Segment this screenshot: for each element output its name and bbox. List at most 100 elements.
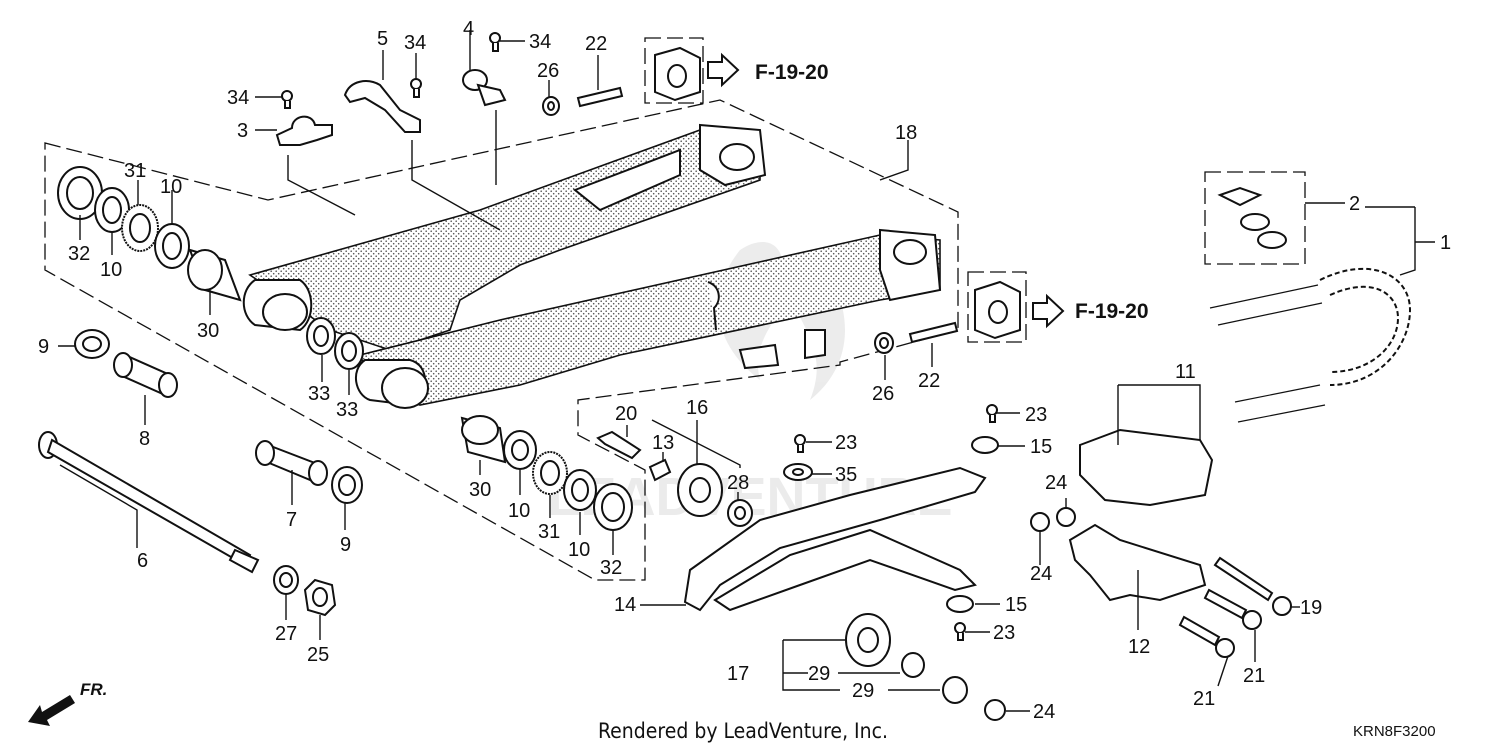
callout-32-right: 32 (600, 557, 622, 579)
callout-22-top: 22 (585, 33, 607, 55)
collar-13 (648, 458, 672, 482)
hollow-arrow-right-icon (1032, 293, 1065, 329)
nut-25 (303, 578, 337, 617)
part-callouts: 1 2 3 4 5 6 7 8 9 9 10 10 10 10 11 12 13… (38, 18, 1451, 723)
callout-32-left: 32 (68, 243, 90, 265)
chain-guide-holder-12 (1068, 523, 1207, 602)
callout-4: 4 (463, 18, 474, 40)
chain-guide-11 (1079, 428, 1214, 507)
washer-26-mid (874, 332, 894, 354)
callout-12: 12 (1128, 636, 1150, 658)
callout-9-left: 9 (38, 336, 49, 358)
collar-8 (113, 352, 178, 398)
front-direction-arrow-icon (28, 695, 75, 726)
joint-kit-2 (1204, 171, 1306, 265)
hollow-arrow-right-icon (707, 52, 740, 88)
callout-26-mid: 26 (872, 383, 894, 405)
collar-7 (255, 440, 328, 486)
bolt-21-a (1203, 588, 1262, 630)
callout-7: 7 (286, 509, 297, 531)
callout-29-top: 29 (808, 663, 830, 685)
swingarm-body (242, 123, 942, 409)
callout-34-left: 34 (227, 87, 249, 109)
clamp-3 (275, 115, 333, 146)
callout-1: 1 (1440, 232, 1451, 254)
needle-bearing-31-left (121, 204, 159, 252)
callout-26-top: 26 (537, 60, 559, 82)
drive-chain-1 (1209, 267, 1412, 423)
front-direction-label: FR. (80, 680, 107, 699)
callout-34-mid: 34 (404, 32, 426, 54)
nut-24-c (984, 699, 1006, 721)
render-credit: Rendered by LeadVenture, Inc. (598, 719, 888, 743)
bolt-22-mid (908, 321, 959, 344)
washer-27 (273, 565, 299, 595)
callout-33-left: 33 (308, 383, 330, 405)
bolt-34-b (410, 78, 422, 98)
bolt-19 (1213, 556, 1292, 616)
callout-17: 17 (727, 663, 749, 685)
bracket-5 (343, 80, 421, 133)
bolt-34-a (281, 90, 293, 109)
washer-26-top (542, 96, 560, 116)
callout-30-left: 30 (197, 320, 219, 342)
callout-22-mid: 22 (918, 370, 940, 392)
collar-15-b (946, 595, 974, 613)
callout-15-bottom: 15 (1005, 594, 1027, 616)
callout-25: 25 (307, 644, 329, 666)
bolt-20 (596, 430, 642, 460)
callout-34-right: 34 (529, 31, 551, 53)
seals-33 (306, 317, 364, 370)
callout-5: 5 (377, 28, 388, 50)
callout-10-left: 10 (100, 259, 122, 281)
washer-9-left (74, 329, 110, 359)
figure-reference-mid: F-19-20 (1075, 300, 1149, 323)
callout-11: 11 (1175, 361, 1196, 383)
pivot-bolt-6 (38, 431, 260, 574)
washer-10-left-inner (154, 223, 190, 269)
callout-19: 19 (1300, 597, 1322, 619)
swingarm-assembly-outline (44, 99, 959, 581)
bolt-21-b (1178, 615, 1235, 658)
callout-23-mid: 23 (835, 432, 857, 454)
callout-9-right: 9 (340, 534, 351, 556)
chain-slider-14 (683, 466, 987, 612)
bearing-32-right (593, 483, 633, 531)
callout-21-right: 21 (1243, 665, 1265, 687)
callout-10-mid: 10 (508, 500, 530, 522)
bearing-32-left (57, 166, 103, 220)
callout-29-bottom: 29 (852, 680, 874, 702)
bushing-30-left (187, 248, 242, 302)
callout-21-left: 21 (1193, 688, 1215, 710)
bolt-23-c (954, 622, 966, 641)
callout-8: 8 (139, 428, 150, 450)
nut-24-b (1056, 507, 1076, 527)
callout-23-top: 23 (1025, 404, 1047, 426)
callout-14: 14 (614, 594, 636, 616)
callout-15-top: 15 (1030, 436, 1052, 458)
callout-27: 27 (275, 623, 297, 645)
diagram-code: KRN8F3200 (1353, 723, 1436, 740)
callout-10-right: 10 (568, 539, 590, 561)
callout-33-right: 33 (336, 399, 358, 421)
callout-35: 35 (835, 464, 857, 486)
callout-16: 16 (686, 397, 708, 419)
collar-15-a (971, 436, 999, 454)
adjuster-block-top (644, 37, 704, 104)
bolt-23-b (986, 404, 998, 423)
callout-23-bottom: 23 (993, 622, 1015, 644)
bolt-22-top (576, 86, 624, 108)
nut-24-a (1030, 512, 1050, 532)
guide-roller-16 (677, 463, 723, 517)
callout-31-bottom: 31 (538, 521, 560, 543)
bushing-30-right (460, 415, 507, 464)
callout-13: 13 (652, 432, 674, 454)
washer-9-right (331, 466, 363, 504)
callout-24-bottom: 24 (1033, 701, 1055, 723)
callout-3: 3 (237, 120, 248, 142)
washer-35 (783, 463, 813, 481)
seal-10-left-outer (94, 187, 130, 233)
callout-24-left: 24 (1030, 563, 1052, 585)
callout-20: 20 (615, 403, 637, 425)
